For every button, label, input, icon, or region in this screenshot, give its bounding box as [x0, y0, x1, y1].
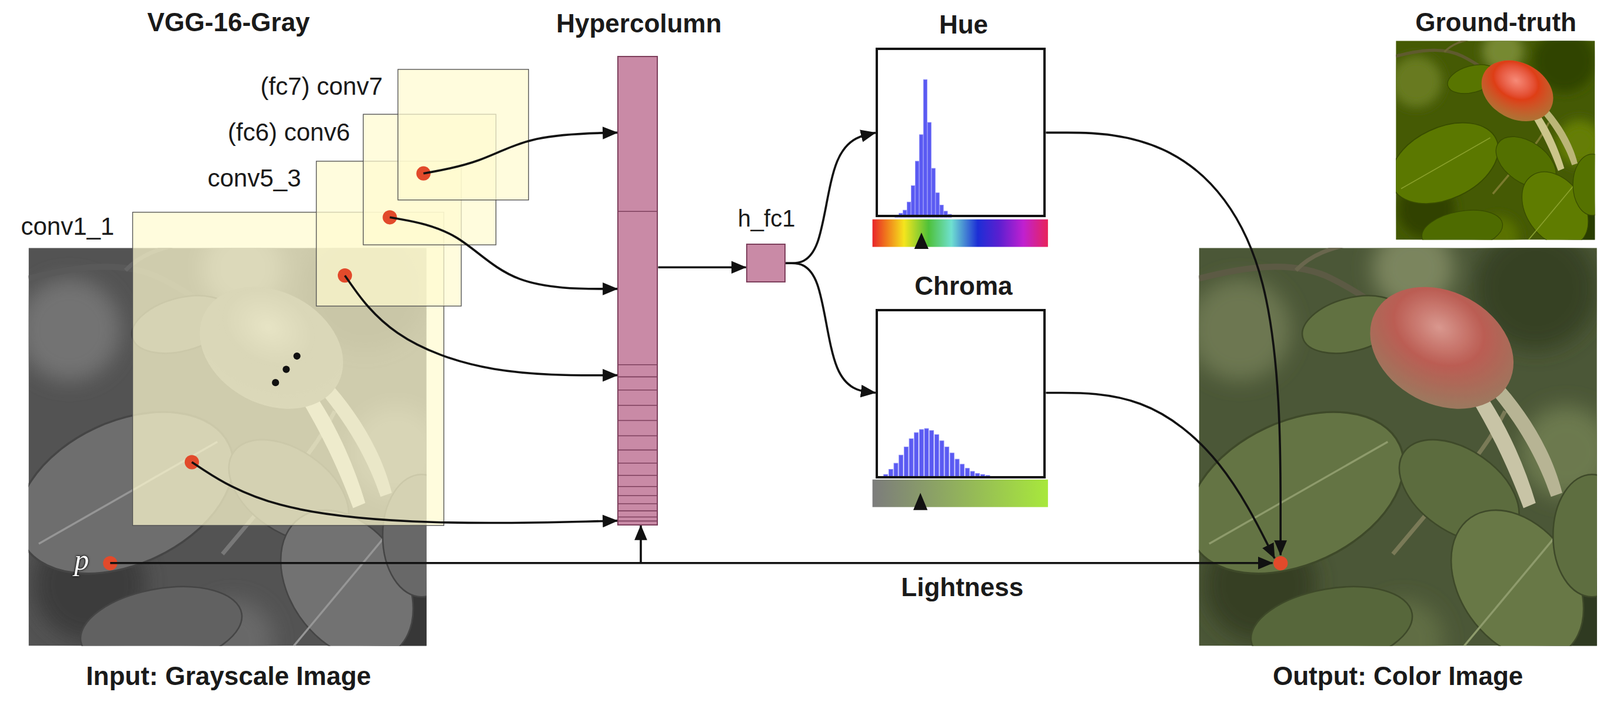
edge-label: Lightness — [897, 572, 1027, 603]
hue-histogram: Hue — [875, 47, 1047, 218]
h-fc1-layer: h_fc1 — [746, 243, 787, 283]
histogram-bar — [935, 193, 940, 218]
connector-arrow — [110, 561, 1273, 565]
feature-map — [397, 69, 529, 201]
pixel-label: p — [74, 543, 89, 578]
histogram-bar — [960, 464, 965, 478]
segment-divider — [618, 449, 657, 451]
node-label: (fc7) conv7 — [260, 72, 384, 101]
segment-divider — [618, 503, 657, 505]
connector-arrow — [389, 217, 618, 289]
node-label: conv1_1 — [20, 212, 115, 241]
segment-divider — [618, 211, 657, 213]
hypercolumn-bar: Hypercolumn — [617, 55, 658, 526]
ellipsis-dot — [293, 352, 301, 360]
histogram-bar — [919, 429, 924, 478]
histogram-bar — [909, 438, 914, 478]
pixel-dot — [1273, 556, 1288, 571]
histogram-bar — [945, 446, 950, 478]
connector-arrow — [785, 132, 876, 264]
node-label: Hue — [939, 10, 989, 41]
chroma-color-bar — [872, 479, 1049, 508]
chroma-histogram: Chroma — [875, 308, 1047, 479]
output-color-photo — [1162, 227, 1600, 685]
network-title: VGG-16-Gray — [147, 7, 310, 38]
histogram-bar — [919, 134, 923, 218]
histogram-bar — [893, 463, 898, 478]
ground-truth-image: Ground-truth — [1395, 40, 1595, 240]
hypercolumn-segments — [618, 57, 657, 525]
connector-arrow — [657, 265, 746, 269]
node-label: conv5_3 — [207, 164, 302, 193]
connector-arrow — [1045, 132, 1281, 555]
layer-feature-map: conv5_3 — [316, 161, 462, 306]
segment-divider — [618, 495, 657, 497]
histogram-bar — [929, 430, 934, 478]
histogram-bar — [923, 79, 927, 218]
connector-arrow — [1045, 392, 1275, 558]
output-image: Output: Color Image — [1199, 247, 1598, 646]
segment-divider — [618, 510, 657, 512]
hue-histogram-bars — [895, 79, 952, 218]
connector-arrow — [423, 132, 618, 174]
node-label: Input: Grayscale Image — [85, 661, 371, 692]
histogram-bar — [903, 446, 908, 478]
segment-divider — [618, 474, 657, 477]
pixel-dot — [337, 268, 352, 283]
segment-divider — [618, 520, 657, 522]
segment-divider — [618, 404, 657, 407]
layer-feature-map: (fc6) conv6 — [363, 114, 496, 245]
connector-arrow — [191, 461, 618, 523]
chroma-histogram-bars — [883, 428, 1001, 478]
segment-divider — [618, 435, 657, 437]
histogram-bar — [955, 458, 960, 478]
histogram-bar — [934, 434, 939, 478]
ellipsis-dots — [271, 352, 301, 387]
ellipsis-dot — [271, 378, 279, 387]
segment-divider — [618, 389, 657, 391]
segment-divider — [618, 486, 657, 488]
node-label: Chroma — [914, 271, 1013, 302]
node-label: (fc6) conv6 — [227, 118, 351, 147]
histogram-bar — [949, 453, 954, 478]
histogram-bar — [899, 454, 904, 478]
histogram-bar — [931, 168, 936, 218]
node-label: Hypercolumn — [556, 8, 722, 39]
layer-feature-map: (fc7) conv7 — [397, 69, 529, 201]
segment-divider — [618, 463, 657, 465]
pixel-dots — [102, 166, 1288, 571]
histogram-bar — [927, 122, 931, 218]
histogram-bar — [939, 440, 944, 478]
histogram-bar — [911, 185, 916, 218]
segment-divider — [618, 516, 657, 518]
histogram-bar — [924, 428, 929, 478]
histogram-bar — [915, 161, 919, 218]
connector-arrow — [344, 275, 618, 376]
chroma-marker — [913, 492, 928, 510]
node-label: Output: Color Image — [1272, 661, 1523, 692]
connector-arrow — [785, 263, 876, 393]
ground-truth-photo — [1377, 30, 1600, 259]
ellipsis-dot — [282, 366, 290, 374]
segment-divider — [618, 364, 657, 366]
segment-divider — [618, 376, 657, 378]
histogram-bar — [914, 432, 919, 478]
connector-arrow — [639, 525, 643, 564]
node-label: h_fc1 — [737, 204, 796, 232]
input-image: Input: Grayscale Image — [28, 247, 429, 646]
segment-divider — [618, 420, 657, 422]
histogram-bar — [965, 468, 970, 478]
hue-color-bar — [872, 219, 1049, 248]
hue-marker — [914, 232, 929, 249]
layer-feature-map: conv1_1 — [132, 212, 444, 526]
node-label: Ground-truth — [1415, 7, 1577, 38]
